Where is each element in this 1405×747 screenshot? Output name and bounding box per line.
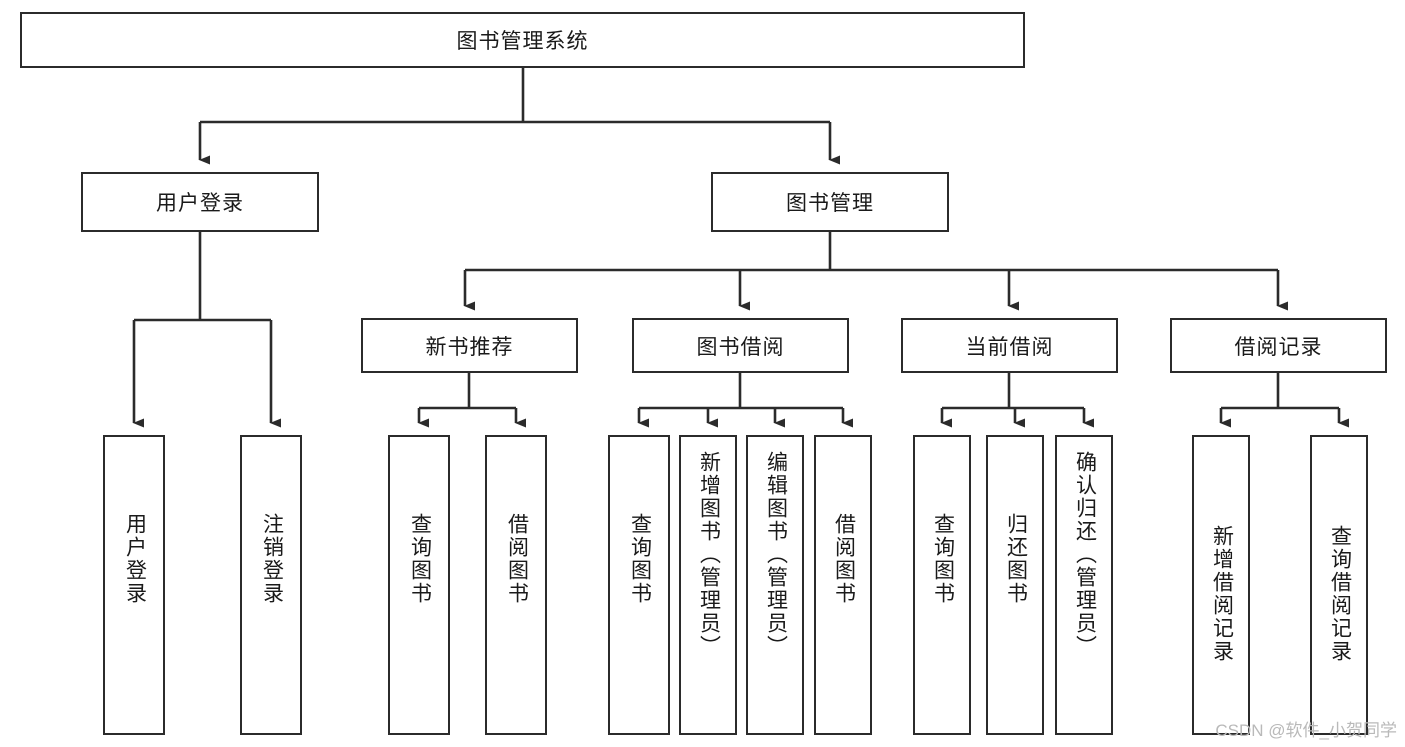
node-leaf-user-logout-label: 注销登录: [260, 513, 284, 605]
node-leaf-add-book-admin[interactable]: 新增图书（管理员）: [679, 435, 737, 735]
node-leaf-user-login[interactable]: 用户登录: [103, 435, 165, 735]
node-leaf-query-borrow-record-label: 查询借阅记录: [1328, 525, 1352, 663]
node-current-borrow[interactable]: 当前借阅: [901, 318, 1118, 373]
node-book-borrow-label: 图书借阅: [696, 335, 785, 359]
node-new-book-recommend-label: 新书推荐: [425, 335, 514, 359]
node-leaf-query-book-recommend-label: 查询图书: [408, 513, 432, 605]
node-leaf-confirm-return-admin[interactable]: 确认归还（管理员）: [1055, 435, 1113, 735]
node-book-management[interactable]: 图书管理: [711, 172, 949, 232]
node-book-management-label: 图书管理: [786, 192, 874, 215]
node-leaf-return-book[interactable]: 归还图书: [986, 435, 1044, 735]
node-leaf-user-login-label: 用户登录: [123, 513, 147, 605]
node-leaf-edit-book-admin[interactable]: 编辑图书（管理员）: [746, 435, 804, 735]
node-leaf-query-borrow-record[interactable]: 查询借阅记录: [1310, 435, 1368, 735]
node-current-borrow-label: 当前借阅: [965, 335, 1054, 359]
node-leaf-borrow-book-recommend-label: 借阅图书: [505, 513, 529, 605]
node-leaf-query-book-borrow[interactable]: 查询图书: [608, 435, 670, 735]
node-leaf-borrow-book[interactable]: 借阅图书: [814, 435, 872, 735]
node-root-label: 图书管理系统: [456, 30, 589, 53]
node-book-borrow[interactable]: 图书借阅: [632, 318, 849, 373]
node-leaf-add-borrow-record[interactable]: 新增借阅记录: [1192, 435, 1250, 735]
node-leaf-add-book-admin-label: 新增图书（管理员）: [697, 451, 721, 658]
node-leaf-confirm-return-admin-label: 确认归还（管理员）: [1073, 451, 1097, 658]
node-user-login-label: 用户登录: [156, 192, 244, 215]
node-user-login[interactable]: 用户登录: [81, 172, 319, 232]
node-leaf-user-logout[interactable]: 注销登录: [240, 435, 302, 735]
node-leaf-add-borrow-record-label: 新增借阅记录: [1210, 525, 1234, 663]
node-leaf-query-book-current-label: 查询图书: [931, 513, 955, 605]
node-leaf-return-book-label: 归还图书: [1004, 513, 1028, 605]
node-new-book-recommend[interactable]: 新书推荐: [361, 318, 578, 373]
node-leaf-query-book-borrow-label: 查询图书: [628, 513, 652, 605]
node-leaf-borrow-book-label: 借阅图书: [832, 513, 856, 605]
node-leaf-edit-book-admin-label: 编辑图书（管理员）: [764, 451, 788, 658]
watermark-text: CSDN @软件_小贺同学: [1215, 721, 1397, 740]
node-leaf-query-book-recommend[interactable]: 查询图书: [388, 435, 450, 735]
node-leaf-borrow-book-recommend[interactable]: 借阅图书: [485, 435, 547, 735]
node-borrow-record-label: 借阅记录: [1234, 335, 1323, 359]
node-leaf-query-book-current[interactable]: 查询图书: [913, 435, 971, 735]
node-borrow-record[interactable]: 借阅记录: [1170, 318, 1387, 373]
node-root[interactable]: 图书管理系统: [20, 12, 1025, 68]
